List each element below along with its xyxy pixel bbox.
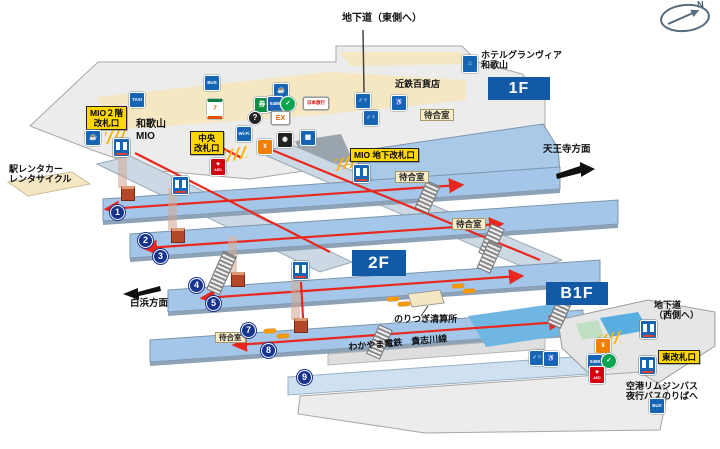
bus-icon: BUS (204, 75, 220, 91)
ticket-gate-icon-transfer (292, 261, 309, 280)
underpass-west-label: 地下道 （西側へ） (654, 300, 700, 321)
aed-icon: ♥ AED (210, 158, 226, 176)
shirahama-direction-label: 白浜方面 (130, 298, 169, 309)
mio-2f-gate-label: MIO２階 改札口 (86, 106, 128, 131)
wakayama-mio-label: 和歌山 MIO (136, 119, 166, 142)
floor-badge-b1f: B1F (546, 282, 608, 305)
seven-eleven-icon: 7 (207, 99, 223, 119)
photo-booth-icon: ◉ (277, 132, 293, 148)
ex-reservation-icon: EX (271, 111, 290, 125)
hotel-icon: ⌂ (462, 55, 478, 73)
b1f-green-area (576, 320, 604, 340)
bench (397, 301, 411, 307)
b1f-stairwell (600, 312, 648, 337)
hotel-area (340, 52, 472, 66)
elevator-shaft (118, 148, 127, 188)
fare-adjustment-icon: ¥ (595, 338, 611, 354)
elevator-cube (121, 186, 135, 201)
nippon-travel-icon: 日本旅行 (303, 97, 329, 110)
route-transfer-gate (299, 281, 305, 319)
ticket-machine-icon: ✓ (601, 353, 617, 369)
rentacar-area (6, 171, 92, 197)
underpass-east-leader (362, 29, 365, 93)
waiting-room-label: 待合室 (452, 218, 486, 231)
elevator-cube (294, 318, 308, 333)
floor-badge-2f: 2F (352, 250, 406, 276)
central-gate-label: 中央 改札口 (190, 131, 224, 156)
aed-icon: ♥ AED (589, 366, 605, 384)
shirahama-arrow (123, 286, 161, 300)
platform-number-9: 9 (297, 370, 312, 385)
elevator-cube (231, 272, 245, 287)
bench (386, 296, 400, 302)
ticket-machine-icon: ✓ (280, 96, 296, 112)
bench (263, 328, 277, 334)
tennoji-arrow (556, 162, 595, 179)
elevator-shaft (168, 188, 177, 230)
route-platform-7-8 (231, 315, 565, 352)
route-platform-4-5 (199, 269, 525, 305)
tennoji-direction-label: 天王寺方面 (543, 144, 591, 155)
transfer-office-label: のりつぎ清算所 (394, 314, 458, 324)
route-platform-2-3 (141, 217, 505, 255)
platform-number-5: 5 (206, 296, 221, 311)
information-icon: ? (248, 111, 262, 125)
family-toilet-icon: ♂♀ (363, 110, 379, 126)
taxi-icon: TAXI (129, 92, 145, 108)
mio-underground-gate-label: MIO 地下改札口 (350, 148, 419, 163)
platform-number-3: 3 (153, 249, 168, 264)
elevator-cube (171, 228, 185, 243)
ticket-gate-icon-mio-2f (113, 138, 130, 157)
airport-bus-label: 空港リムジンバス 夜行バスのりばへ (626, 381, 699, 402)
waiting-room-label: 待合室 (395, 171, 429, 184)
elevator-shaft (291, 268, 300, 320)
platform-number-4: 4 (189, 278, 204, 293)
toilet-icon: ♂♀ (355, 93, 371, 109)
accessible-toilet-icon: ♿ (543, 351, 559, 367)
ticket-gate-icon-mio-underground (353, 164, 370, 183)
fare-adjustment-icon: ¥ (257, 139, 273, 155)
kintetsu-label: 近鉄百貨店 (395, 79, 441, 89)
platform-number-8: 8 (261, 343, 276, 358)
compass-needle-icon (667, 12, 694, 25)
bench (276, 333, 290, 339)
platform-number-1: 1 (110, 205, 125, 220)
platform-number-7: 7 (241, 323, 256, 338)
accessible-toilet-icon: ♿ (391, 95, 407, 111)
route-platform-1 (103, 178, 465, 216)
compass-north-label: N (696, 0, 705, 10)
wifi-icon: Wi-Fi (236, 126, 252, 142)
rentacar-label: 駅レンタカー レンタサイクル (9, 164, 72, 185)
hotel-granvia-label: ホテルグランヴィア 和歌山 (481, 50, 563, 71)
transfer-office-leader (420, 305, 429, 317)
floor-badge-1f: 1F (488, 77, 550, 100)
ticket-gate-icon-east (639, 356, 656, 375)
airport-bus-icon: BUS (649, 398, 665, 414)
bench (462, 288, 476, 294)
underpass-east-label: 地下道（東側へ） (342, 13, 422, 24)
coin-locker-icon: ▦ (300, 130, 316, 146)
bench (451, 283, 465, 289)
cafe-icon: ☕ (85, 130, 101, 146)
waiting-room-label: 待合室 (420, 109, 454, 122)
east-gate-label: 東改札口 (658, 350, 701, 365)
ticket-gate-icon-central (172, 176, 189, 195)
platform-number-2: 2 (138, 233, 153, 248)
underpass-west-leader (663, 307, 671, 321)
ticket-gate-icon-east-north (640, 320, 657, 339)
